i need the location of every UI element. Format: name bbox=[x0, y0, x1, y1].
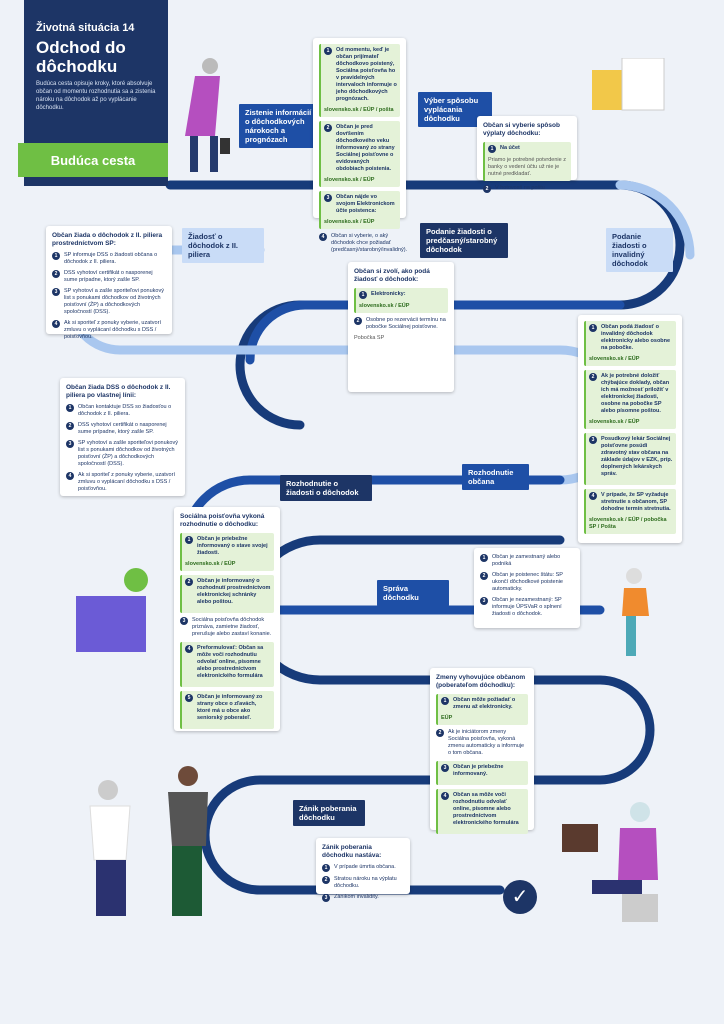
c2-item2: V hotovosti na poštu bbox=[495, 185, 545, 191]
c3-item2: Osobne po rezervácii termínu na pobočke … bbox=[366, 317, 446, 330]
c1-item1: Od momentu, keď je občan prijímateľ dôch… bbox=[336, 47, 397, 102]
c5-item2: DSS vyhotoví certifikát o nasporenej sum… bbox=[64, 270, 153, 283]
senior-couple-illustration bbox=[89, 766, 208, 916]
c9-item2: Ak je iniciátorom zmeny Sociálna poisťov… bbox=[448, 729, 525, 756]
c4-link2[interactable]: slovensko.sk / EÚP bbox=[589, 419, 640, 425]
card-application-method: Občan si zvolí, ako podá žiadosť o dôcho… bbox=[348, 262, 454, 392]
step-predcasny[interactable]: Podanie žiadosti o predčasný/starobný dô… bbox=[420, 223, 508, 258]
c2-title: Občan si vyberie spôsob výplaty dôchodku… bbox=[483, 122, 560, 137]
c6-item3: SP vyhotoví a zašle sporiteľovi ponukový… bbox=[78, 440, 178, 467]
kicker: Životná situácia 14 bbox=[36, 22, 135, 34]
c7-item1: Občan je priebežne informovaný o stave s… bbox=[197, 536, 268, 556]
c1-link2[interactable]: slovensko.sk / EÚP bbox=[324, 177, 375, 183]
c9-item4: Občan sa môže voči rozhodnutiu odvolať o… bbox=[453, 792, 519, 826]
c10-item2: Stratou nároku na výplatu dôchodku. bbox=[334, 876, 397, 889]
c1-item2: Občan je pred dovŕšením dôchodkového vek… bbox=[336, 124, 395, 172]
step-zistenie[interactable]: Zistenie informácií o dôchodkových nárok… bbox=[239, 104, 321, 148]
step-invalidny[interactable]: Podanie žiadosti o invalidný dôchodok bbox=[606, 228, 673, 272]
c7-link[interactable]: slovensko.sk / EÚP bbox=[185, 561, 236, 567]
c4-link3[interactable]: slovensko.sk / EÚP / pobočka SP / Pošta bbox=[589, 517, 667, 530]
c2-item1: Na účet bbox=[500, 145, 520, 151]
card-pillar-sp: Občan žiada o dôchodok z II. piliera pro… bbox=[46, 226, 172, 340]
card-changes: Zmeny vyhovujúce občanom (poberateľom dô… bbox=[430, 668, 534, 834]
step-rozhodnutie-ziadosti[interactable]: Rozhodnutie o žiadosti o dôchodok bbox=[280, 475, 372, 501]
c8-item2: Občan je poistenec štátu: SP ukončí dôch… bbox=[492, 572, 563, 592]
page-title: Odchod do dôchodku bbox=[36, 38, 126, 76]
card-decision: Sociálna poisťovňa vykoná rozhodnutie o … bbox=[174, 507, 280, 731]
step-rozhodnutie-obcana[interactable]: Rozhodnutie občana bbox=[462, 464, 529, 490]
check-icon: ✓ bbox=[503, 880, 537, 914]
page-description: Budúca cesta opisuje kroky, ktoré absolv… bbox=[36, 81, 156, 111]
c9-item1: Občan môže požiadať o zmenu až elektroni… bbox=[453, 697, 516, 710]
c2-note: Priamo je potrebné potvrdenie z banky o … bbox=[488, 157, 566, 177]
step-ii-pilier[interactable]: Žiadosť o dôchodok z II. piliera bbox=[182, 228, 264, 263]
c5-title: Občan žiada o dôchodok z II. piliera pro… bbox=[52, 232, 163, 247]
c7-item3: Sociálna poisťovňa dôchodok priznáva, za… bbox=[192, 617, 272, 637]
c5-item3: SP vyhotoví a zašle sporiteľovi ponukový… bbox=[64, 288, 164, 315]
c8-item1: Občan je zamestnaný alebo podniká bbox=[492, 554, 561, 567]
c7-item2: Občan je informovaný o rozhodnutí prostr… bbox=[197, 578, 271, 605]
c7-item4: Preformulovať: Občan sa môže voči rozhod… bbox=[197, 645, 264, 679]
c1-link1[interactable]: slovensko.sk / EÚP / pošta bbox=[324, 107, 394, 113]
c3-place: Pobočka SP bbox=[354, 335, 385, 341]
c6-item2: DSS vyhotoví certifikát o nasporenej sum… bbox=[78, 422, 167, 435]
step-sprava[interactable]: Správa dôchodku bbox=[377, 580, 449, 606]
c9-link[interactable]: EÚP bbox=[441, 715, 453, 721]
c10-title: Zánik poberania dôchodku nastáva: bbox=[322, 844, 382, 859]
c10-item1: V prípade úmrtia občana. bbox=[334, 864, 396, 870]
c4-link1[interactable]: slovensko.sk / EÚP bbox=[589, 356, 640, 362]
c6-title: Občan žiada DSS o dôchodok z II. piliera… bbox=[66, 384, 171, 399]
c1-item3: Občan nájde vo svojom Elektronickom účte… bbox=[336, 194, 395, 214]
c4-item3: Posudkový lekár Sociálnej poisťovne posú… bbox=[601, 436, 673, 477]
c8-item3: Občan je nezamestnaný: SP informuje ÚPSV… bbox=[492, 597, 562, 617]
walking-woman-illustration bbox=[622, 568, 649, 656]
c7-title: Sociálna poisťovňa vykoná rozhodnutie o … bbox=[180, 513, 265, 528]
c9-title: Zmeny vyhovujúce občanom (poberateľom dô… bbox=[436, 674, 526, 689]
documents-illustration bbox=[592, 58, 665, 111]
c4-item2: Ak je potrebné doložiť chýbajúce doklady… bbox=[601, 373, 670, 414]
section-label: Budúca cesta bbox=[18, 143, 168, 177]
c7-item5: Občan je informovaný zo strany obce o zľ… bbox=[197, 694, 263, 721]
card-payment-method: Občan si vyberie spôsob výplaty dôchodku… bbox=[477, 116, 577, 193]
c3-link[interactable]: slovensko.sk / EÚP bbox=[359, 303, 410, 309]
c10-item3: Zánikom invalidity. bbox=[334, 894, 379, 900]
c9-item3: Občan je priebežne informovaný. bbox=[453, 764, 504, 777]
c1-link3[interactable]: slovensko.sk / EÚP bbox=[324, 219, 375, 225]
folder-illustration bbox=[76, 568, 148, 652]
card-pillar-own: Občan žiada DSS o dôchodok z II. piliera… bbox=[60, 378, 185, 496]
c4-item1: Občan podá žiadosť o invalidný dôchodok … bbox=[601, 324, 671, 351]
c1-item4: Občan si vyberie, o aký dôchodok chce po… bbox=[331, 233, 408, 253]
woman-with-briefcase-illustration bbox=[185, 58, 230, 172]
c5-item1: SP informuje DSS o žiadosti občana o dôc… bbox=[64, 252, 158, 265]
c3-title: Občan si zvolí, ako podá žiadosť o dôcho… bbox=[354, 268, 430, 283]
c3-item1: Elektronicky: bbox=[371, 291, 406, 297]
step-zanik[interactable]: Zánik poberania dôchodku bbox=[293, 800, 365, 826]
c4-item4: V prípade, že SP vyžaduje stretnutie s o… bbox=[601, 492, 671, 512]
c6-item1: Občan kontaktuje DSS so žiadosťou o dôch… bbox=[78, 404, 172, 417]
seated-woman-illustration bbox=[562, 802, 658, 922]
c6-item4: Ak si sporiteľ z ponuky vyberie, uzatvor… bbox=[78, 472, 175, 492]
c5-item4: Ak si sporiteľ z ponuky vyberie, uzatvor… bbox=[64, 320, 161, 340]
